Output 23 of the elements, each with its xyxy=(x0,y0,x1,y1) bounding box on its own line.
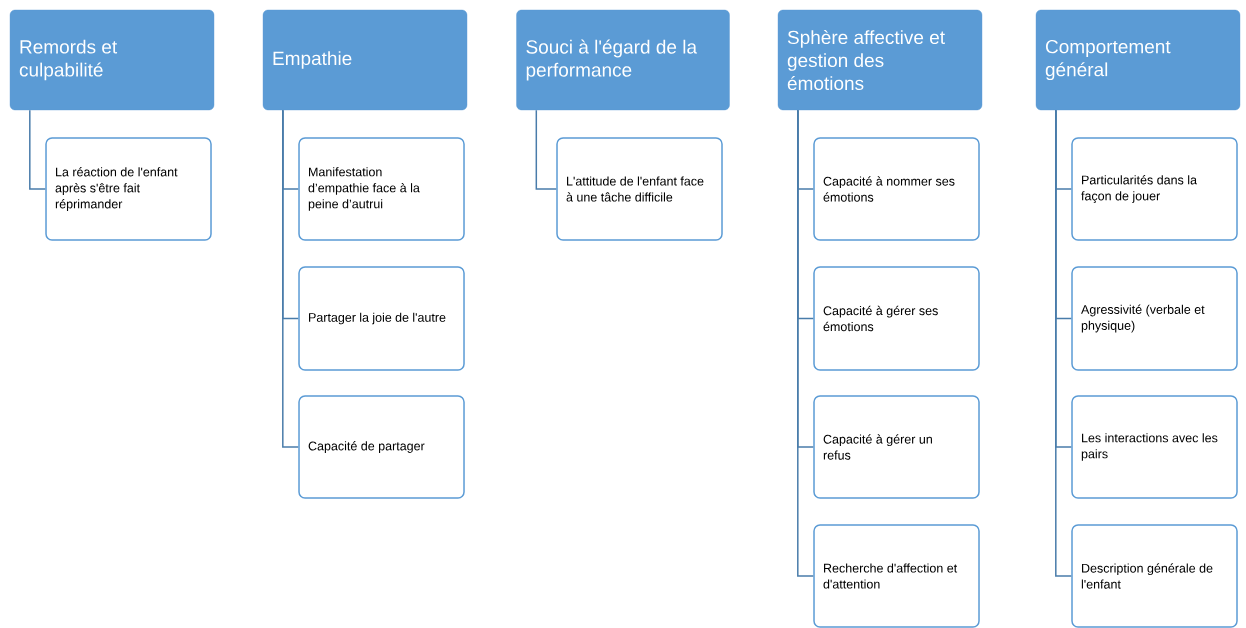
item-box: Description générale de l'enfant xyxy=(1071,524,1238,628)
connector-line xyxy=(797,109,814,577)
connector-line xyxy=(1055,109,1072,577)
category-box: Empathie xyxy=(262,9,468,111)
category-box: Comportement général xyxy=(1035,9,1241,111)
item-box: Partager la joie de l'autre xyxy=(298,266,465,371)
connector-line xyxy=(282,109,299,448)
item-box: L'attitude de l'enfant face à une tâche difficile xyxy=(556,137,723,241)
item-box: Capacité à nommer ses émotions xyxy=(813,137,980,241)
item-box: Manifestation d’empathie face à la peine d’autrui xyxy=(298,137,465,241)
category-box: Sphère affective et gestion des émotions xyxy=(777,9,983,111)
item-box: Capacité à gérer un refus xyxy=(813,395,980,499)
connector-line xyxy=(535,109,557,190)
category-box: Remords et culpabilité xyxy=(9,9,215,111)
item-box: Recherche d'affection et d'attention xyxy=(813,524,980,628)
item-box: La réaction de l'enfant après s'être fait réprimander xyxy=(45,137,212,241)
item-box: Capacité de partager xyxy=(298,395,465,499)
item-box: Particularités dans la façon de jouer xyxy=(1071,137,1238,241)
category-box: Souci à l'égard de la performance xyxy=(516,9,730,111)
item-box: Les interactions avec les pairs xyxy=(1071,395,1238,499)
connector-line xyxy=(29,109,46,190)
item-box: Agressivité (verbale et physique) xyxy=(1071,266,1238,371)
item-box: Capacité à gérer ses émotions xyxy=(813,266,980,371)
